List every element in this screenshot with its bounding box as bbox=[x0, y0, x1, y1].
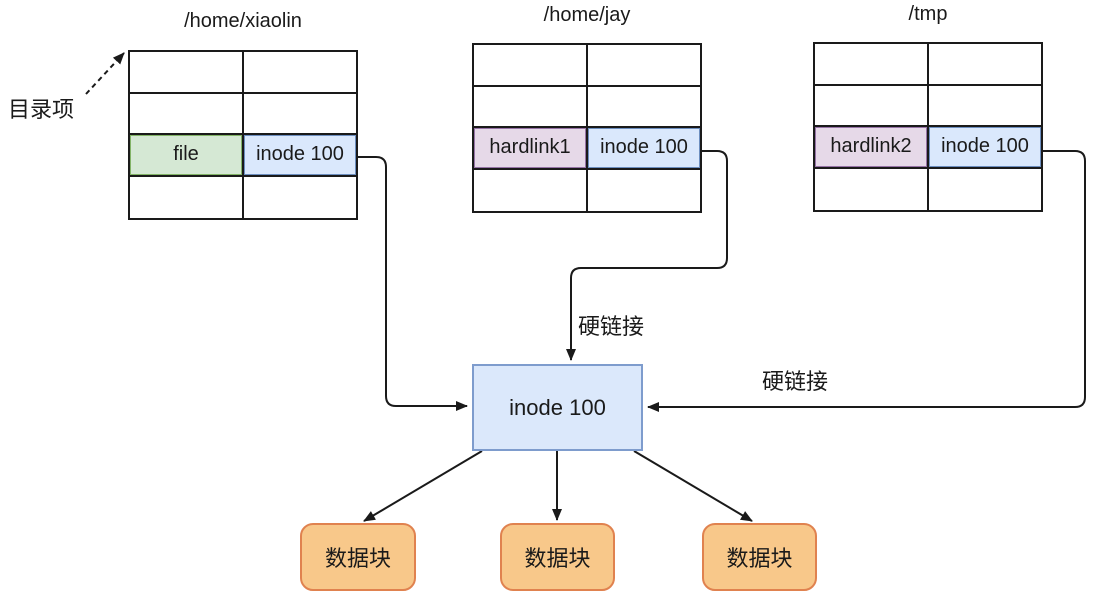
empty-cell bbox=[130, 176, 244, 218]
empty-cell bbox=[815, 168, 929, 210]
empty-cell bbox=[244, 94, 356, 135]
empty-cell bbox=[130, 52, 244, 94]
hardlink2-name-cell: hardlink2 bbox=[815, 127, 929, 169]
empty-cell bbox=[474, 169, 588, 211]
directory-entry-dashed-arrow bbox=[85, 52, 125, 95]
empty-cell bbox=[244, 177, 356, 219]
inode-to-datablock1-arrow bbox=[363, 450, 483, 522]
hardlink1-name-cell: hardlink1 bbox=[474, 128, 588, 170]
directory-path-xiaolin: /home/xiaolin bbox=[184, 10, 302, 32]
file-name-cell: file bbox=[130, 135, 244, 177]
inode-box: inode 100 bbox=[472, 364, 643, 451]
empty-cell bbox=[474, 86, 588, 128]
directory-table-xiaolin: file inode 100 bbox=[128, 50, 358, 220]
empty-cell bbox=[130, 93, 244, 135]
inode-to-datablock3-arrow bbox=[633, 450, 753, 522]
empty-cell bbox=[929, 169, 1041, 211]
directory-entry-label: 目录项 bbox=[8, 97, 75, 122]
empty-cell bbox=[929, 44, 1041, 86]
empty-cell bbox=[815, 85, 929, 127]
directory-path-jay: /home/jay bbox=[543, 4, 631, 26]
empty-cell bbox=[929, 86, 1041, 127]
inode-ref-cell: inode 100 bbox=[588, 128, 700, 170]
directory-table-jay: hardlink1 inode 100 bbox=[472, 43, 702, 213]
directory-path-tmp: /tmp bbox=[908, 3, 948, 25]
empty-cell bbox=[474, 45, 588, 87]
directory-table-tmp: hardlink2 inode 100 bbox=[813, 42, 1043, 212]
data-block-2: 数据块 bbox=[500, 523, 615, 591]
empty-cell bbox=[588, 45, 700, 87]
hardlink-label-top: 硬链接 bbox=[578, 314, 645, 339]
inode-ref-cell: inode 100 bbox=[929, 127, 1041, 169]
hardlink-label-right: 硬链接 bbox=[762, 369, 829, 394]
xiaolin-to-inode-arrow bbox=[357, 156, 468, 411]
data-block-1: 数据块 bbox=[300, 523, 416, 591]
empty-cell bbox=[588, 170, 700, 212]
data-block-3: 数据块 bbox=[702, 523, 817, 591]
empty-cell bbox=[244, 52, 356, 94]
empty-cell bbox=[815, 44, 929, 86]
inode-ref-cell: inode 100 bbox=[244, 135, 356, 177]
empty-cell bbox=[588, 87, 700, 128]
